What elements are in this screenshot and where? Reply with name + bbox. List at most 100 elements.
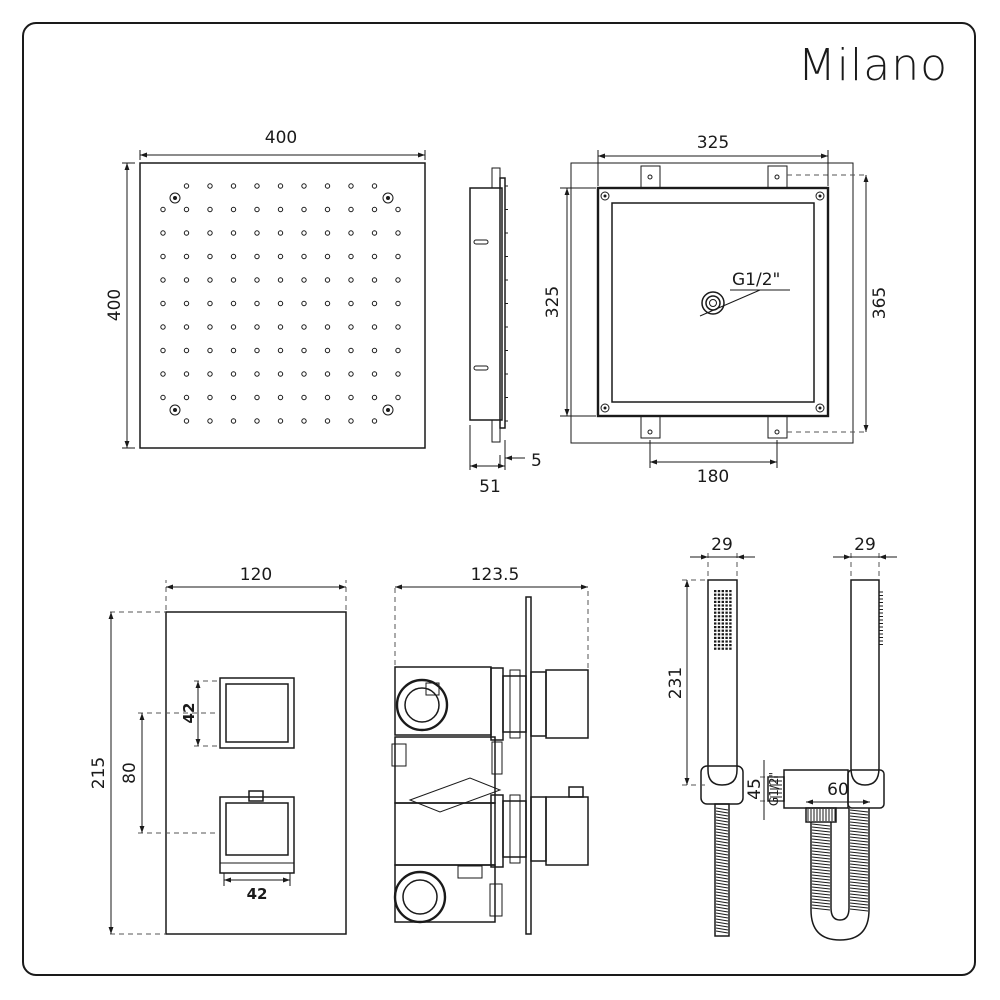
spray-hole	[714, 600, 717, 603]
hose-ring	[811, 886, 831, 890]
lower-knob	[219, 796, 295, 874]
spray-hole	[729, 636, 732, 639]
mount-screw-center	[386, 408, 390, 412]
nozzle	[371, 277, 378, 283]
nozzle	[371, 300, 378, 307]
hose-ring	[715, 849, 729, 853]
spray-hole	[714, 647, 717, 650]
hose-ring	[811, 904, 831, 908]
spray-hole	[729, 611, 732, 614]
nozzle	[324, 277, 331, 283]
hose-ring	[811, 826, 831, 830]
hose-ring	[715, 828, 729, 832]
upper-knob	[219, 677, 295, 749]
nozzle	[230, 253, 237, 260]
spray-hole	[725, 633, 728, 636]
spray-holes	[714, 590, 732, 650]
spray-hole	[717, 611, 721, 614]
nozzle	[348, 418, 354, 424]
valve-upper-body	[394, 666, 492, 736]
hose-ring	[849, 842, 869, 846]
spray-hole	[717, 626, 721, 629]
spray-hole	[717, 644, 721, 647]
dim-valve-height: 215	[89, 757, 109, 789]
nozzle	[348, 371, 354, 377]
hose-ring	[715, 858, 729, 862]
nozzle	[254, 324, 260, 330]
nozzle	[395, 300, 401, 307]
nozzle	[254, 394, 260, 401]
hose-ring	[849, 881, 869, 885]
dim-box-thread: G1/2"	[732, 270, 780, 290]
valve-upper-knob-side	[545, 669, 589, 739]
spray-hole	[717, 604, 721, 607]
spray-hole	[721, 626, 724, 629]
hose-ring	[849, 896, 869, 900]
spray-hole	[714, 626, 717, 629]
spray-hole	[725, 647, 728, 650]
hose-ring	[811, 835, 831, 839]
hose-ring	[811, 853, 831, 857]
nozzle	[371, 206, 378, 213]
hose-ring	[849, 863, 869, 867]
nozzle	[324, 300, 331, 307]
hose-ring	[715, 927, 729, 931]
hose-ring	[849, 833, 869, 837]
spray-hole	[717, 629, 721, 632]
nozzle	[324, 347, 331, 354]
dim-elbow-thread: G1/2"	[767, 772, 781, 806]
nozzle	[371, 253, 378, 260]
hose-ring	[715, 855, 729, 859]
hose-ring	[849, 875, 869, 879]
hose-ring	[811, 889, 831, 893]
nozzle	[301, 347, 307, 354]
nozzle	[324, 206, 331, 213]
nozzle	[254, 183, 260, 189]
nozzle	[207, 418, 213, 424]
mount-screw	[169, 192, 181, 204]
spray-hole	[721, 590, 724, 593]
spray-hole	[714, 608, 717, 611]
nozzle	[324, 324, 331, 330]
mount-screw	[169, 404, 181, 416]
dim-valve-width: 120	[240, 565, 272, 585]
nozzle	[207, 324, 213, 330]
nozzle	[230, 183, 237, 189]
spray-hole	[714, 640, 717, 643]
nozzle	[395, 371, 401, 377]
nozzle	[371, 394, 378, 401]
spray-hole	[717, 615, 721, 618]
nozzle	[348, 394, 354, 401]
hose-ring	[811, 862, 831, 866]
nozzle	[207, 277, 213, 283]
nozzle	[348, 230, 354, 236]
hose-ring	[849, 824, 869, 828]
dim-box-height-outer: 365	[870, 287, 890, 319]
spray-hole	[714, 604, 717, 607]
spray-hole	[714, 590, 717, 593]
nozzle	[395, 277, 401, 283]
nozzle	[277, 230, 284, 236]
nozzle	[160, 324, 166, 330]
hose-ring	[811, 868, 831, 872]
nozzle	[324, 253, 331, 260]
hose-ring	[849, 893, 869, 897]
nozzle	[371, 418, 378, 424]
spray-hole	[714, 593, 717, 596]
nozzle	[348, 347, 354, 354]
hose-ring	[849, 872, 869, 876]
hand-shower-side-view: 29 45 G1/2" 60	[745, 535, 897, 941]
hose-ring	[715, 915, 729, 919]
nozzle	[348, 206, 354, 213]
nozzle	[183, 206, 190, 213]
nozzle	[254, 347, 260, 354]
nozzle	[207, 371, 213, 377]
spray-hole	[721, 618, 724, 621]
nozzle	[207, 300, 213, 307]
valve-side-view: 123.5	[391, 565, 589, 935]
nozzle	[301, 206, 307, 213]
spray-hole	[714, 618, 717, 621]
hose-ring	[811, 871, 831, 875]
spray-hole	[729, 644, 732, 647]
mount-screw	[382, 192, 394, 204]
